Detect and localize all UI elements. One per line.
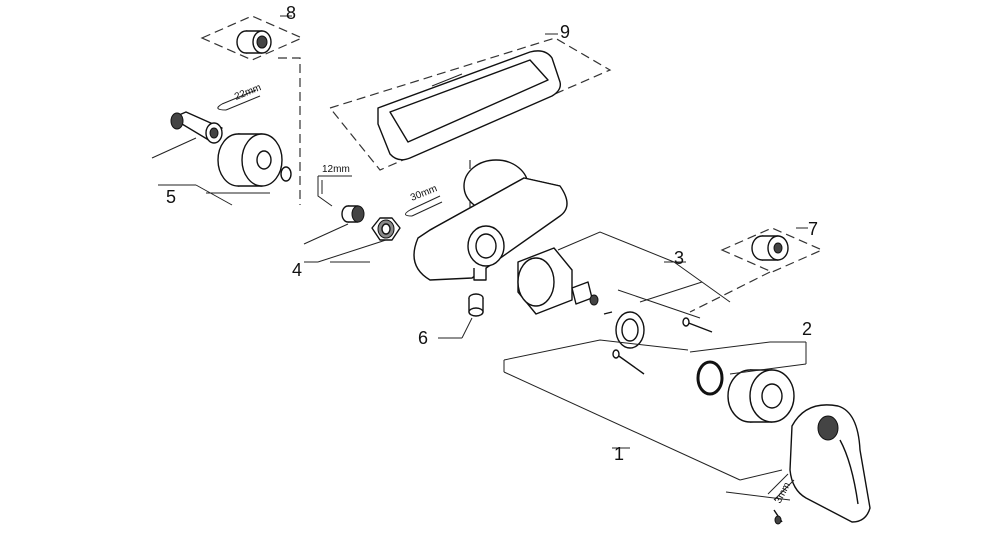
part-8-group: 8 bbox=[200, 3, 304, 205]
part-8-fitting bbox=[236, 30, 272, 54]
callout-5: 5 bbox=[166, 187, 176, 207]
part-5-washer bbox=[280, 166, 292, 182]
part-3-screw-b bbox=[612, 349, 645, 375]
part-6-fitting bbox=[468, 293, 484, 317]
part-3-screw-a bbox=[682, 317, 713, 333]
part-5-group: 22mm 5 bbox=[151, 82, 292, 207]
part-5-connector bbox=[170, 111, 223, 144]
dim-3mm: 3mm bbox=[773, 481, 793, 506]
part-4-nut bbox=[371, 217, 401, 241]
wrench-22mm: 22mm bbox=[217, 82, 263, 111]
grub-screw bbox=[773, 509, 783, 525]
part-7-cap bbox=[751, 235, 789, 261]
part-3-group: 3 bbox=[517, 231, 731, 375]
hex-key-3mm: 3mm bbox=[767, 473, 795, 506]
callout-8: 8 bbox=[286, 3, 296, 23]
part-1-group: 1 3mm bbox=[503, 339, 795, 525]
callout-4: 4 bbox=[292, 260, 302, 280]
part-4-fitting bbox=[341, 205, 365, 223]
part-9-shelf bbox=[377, 50, 562, 161]
part-7-group: 7 bbox=[689, 219, 824, 313]
part-3-flange bbox=[615, 311, 645, 349]
part-5-escutcheon bbox=[217, 133, 283, 187]
part-2-o-ring bbox=[696, 360, 724, 396]
part-2-group: 2 bbox=[689, 319, 812, 423]
lever-handle bbox=[789, 404, 871, 523]
callout-3: 3 bbox=[674, 248, 684, 268]
part-9-group: 9 bbox=[328, 22, 612, 225]
callout-9: 9 bbox=[560, 22, 570, 42]
hex-key-12mm: 12mm bbox=[317, 164, 352, 207]
callout-2: 2 bbox=[802, 319, 812, 339]
part-3-small-screw bbox=[603, 311, 613, 315]
part-3-cartridge bbox=[517, 247, 599, 315]
part-2-escutcheon bbox=[727, 369, 795, 423]
dim-30mm: 30mm bbox=[409, 183, 439, 204]
callout-7: 7 bbox=[808, 219, 818, 239]
dim-12mm: 12mm bbox=[322, 164, 350, 175]
callout-1: 1 bbox=[614, 444, 624, 464]
dim-22mm: 22mm bbox=[233, 82, 263, 103]
callout-6: 6 bbox=[418, 328, 428, 348]
mixer-body bbox=[413, 159, 568, 281]
part-6-group: 6 bbox=[418, 293, 484, 348]
wrench-30mm: 30mm bbox=[405, 183, 443, 217]
